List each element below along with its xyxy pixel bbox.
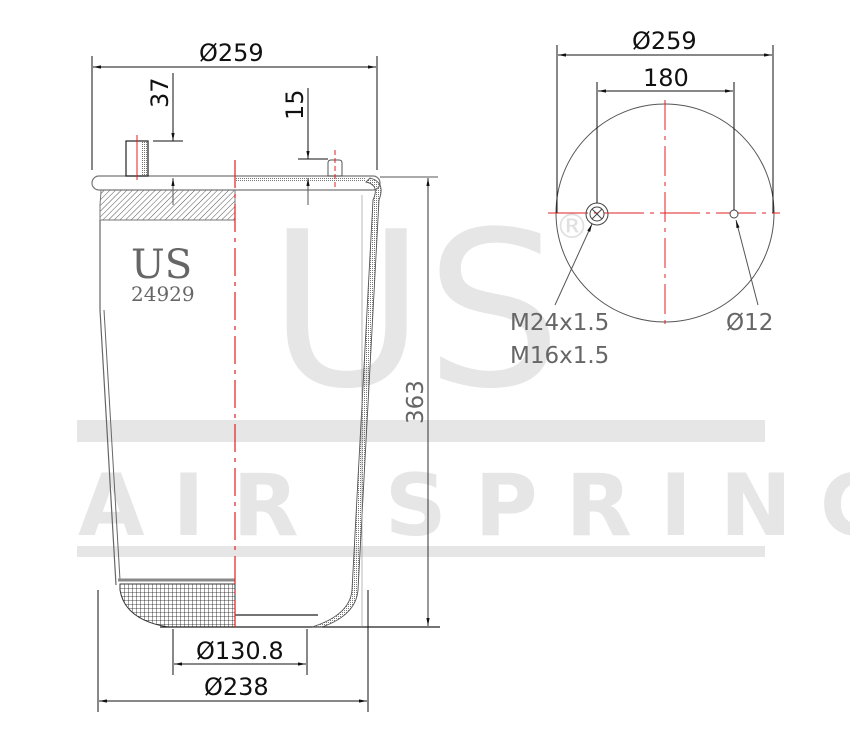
side-view: US 24929 (91, 135, 440, 628)
part-number: 24929 (131, 282, 195, 306)
watermark-logo: US (268, 185, 562, 436)
watermark: US ® AIR SPRING (77, 185, 850, 557)
callout-thread-m16: M16x1.5 (510, 343, 609, 369)
side-view-dimensions: Ø259 37 15 363 Ø130.8 Ø238 (91, 39, 438, 712)
mounting-hole-icon (729, 209, 739, 219)
registered-mark: ® (555, 207, 589, 247)
bellows-outline (99, 220, 117, 586)
watermark-bar-bottom (77, 546, 765, 557)
dim-top-diameter: Ø259 (199, 39, 264, 67)
watermark-bar-top (77, 420, 765, 442)
brand-label: US (131, 242, 192, 288)
top-view: M24x1.5 M16x1.5 Ø12 (510, 100, 780, 369)
bead-section (99, 189, 236, 221)
dim-bottom-inner-diameter: Ø130.8 (196, 637, 284, 665)
leader-fitting (554, 223, 593, 306)
stud-section (142, 142, 147, 175)
callout-hole-diameter: Ø12 (726, 310, 773, 336)
top-plate (91, 175, 381, 191)
air-fitting-hole-icon (585, 202, 609, 226)
dim-bottom-outer-diameter: Ø238 (204, 673, 269, 701)
dim-stud-height-left: 37 (146, 77, 174, 108)
dim-height: 363 (403, 380, 429, 424)
bellows-wall-section (311, 177, 382, 628)
leader-hole (735, 219, 759, 306)
mounting-stud (327, 159, 343, 177)
dim-stud-height-right: 15 (281, 89, 309, 120)
watermark-tagline: AIR SPRING (78, 456, 850, 556)
top-plate-section (235, 177, 365, 182)
dim-plate-diameter: Ø259 (632, 27, 697, 55)
piston-section (119, 583, 236, 628)
top-view-dimensions: Ø259 180 (556, 27, 774, 213)
callout-thread-m24: M24x1.5 (510, 310, 609, 336)
dim-bolt-spacing: 180 (643, 64, 689, 92)
bellows-inner-line (103, 309, 121, 581)
